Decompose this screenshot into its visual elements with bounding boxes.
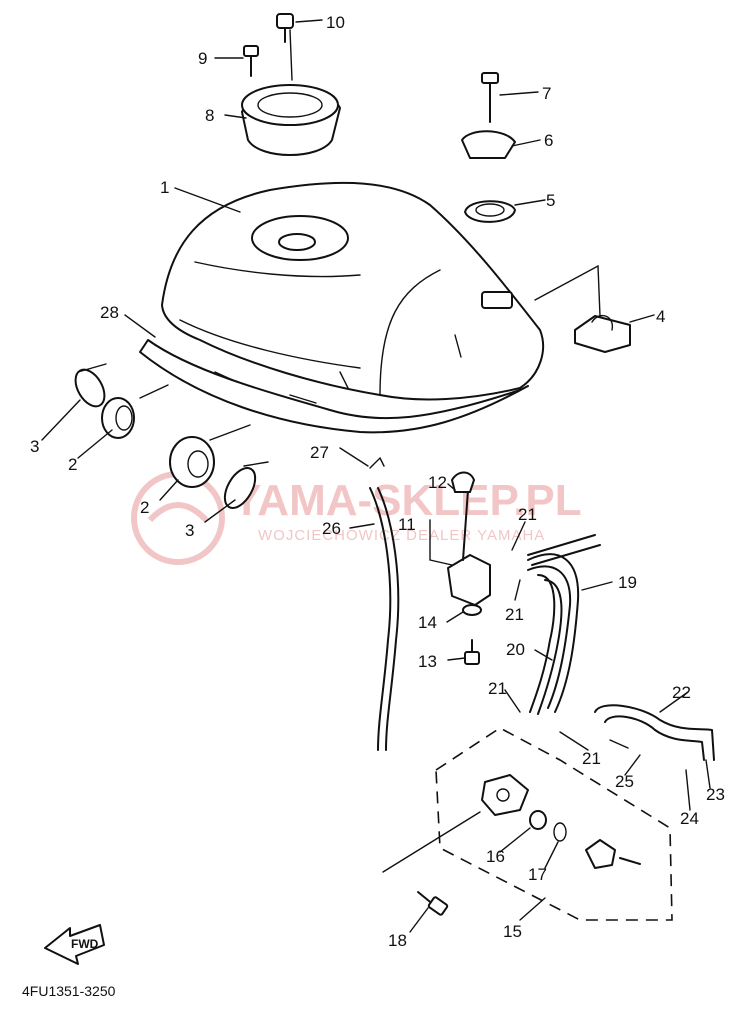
- callout-22: 22: [672, 683, 691, 702]
- callout-2-center: 2: [140, 498, 149, 517]
- tank-seal-gasket: [139, 339, 529, 434]
- watermark-logo-mark: [147, 502, 209, 523]
- tank-mount-parts: [461, 72, 631, 353]
- callout-24: 24: [680, 809, 699, 828]
- callout-8: 8: [205, 106, 214, 125]
- callout-26: 26: [322, 519, 341, 538]
- callout-21-upper: 21: [505, 605, 524, 624]
- forward-direction-arrow: FWD: [44, 924, 105, 965]
- callout-10: 10: [326, 13, 345, 32]
- callout-leaders: [41, 19, 711, 933]
- callout-11: 11: [398, 515, 416, 534]
- callout-27: 27: [310, 443, 329, 462]
- overflow-hose: [369, 487, 400, 751]
- callout-28: 28: [100, 303, 119, 322]
- watermark-brand: YAMA-SKLEP.PL: [232, 476, 582, 525]
- callout-21-lower: 21: [582, 749, 601, 768]
- callout-23: 23: [706, 785, 725, 804]
- callout-20: 20: [506, 640, 525, 659]
- fuel-tank: [161, 181, 545, 401]
- callout-12: 12: [428, 473, 447, 492]
- callout-21-top: 21: [518, 505, 537, 524]
- callout-16: 16: [486, 847, 505, 866]
- callout-19: 19: [618, 573, 637, 592]
- callout-18: 18: [388, 931, 407, 950]
- callout-13: 13: [418, 652, 437, 671]
- side-dampers: [74, 363, 269, 509]
- callout-25: 25: [615, 772, 634, 791]
- callout-3-left: 3: [30, 437, 39, 456]
- diagram-code: 4FU1351-3250: [22, 983, 116, 999]
- callout-17: 17: [528, 865, 547, 884]
- fuel-cock-assembly: [369, 456, 491, 665]
- watermark-subtitle: WOJCIECHOWICZ DEALER YAMAHA: [258, 527, 545, 544]
- vacuum-hose: [594, 704, 715, 761]
- callout-15: 15: [503, 922, 522, 941]
- fuel-hoses: [527, 534, 601, 715]
- fwd-label: FWD: [71, 937, 99, 951]
- callout-numbers: 1 8 9 10 7 6 5 4 28 3 2 2 3 27 26 12 11 …: [30, 13, 725, 950]
- callout-1: 1: [160, 178, 169, 197]
- watermark: YAMA-SKLEP.PL WOJCIECHOWICZ DEALER YAMAH…: [131, 471, 582, 565]
- callout-2-left: 2: [68, 455, 77, 474]
- callout-9: 9: [198, 49, 207, 68]
- fuel-pump-group: [382, 727, 673, 921]
- callout-7: 7: [542, 84, 551, 103]
- callout-3-center: 3: [185, 521, 194, 540]
- callout-21-middle: 21: [488, 679, 507, 698]
- callout-14: 14: [418, 613, 437, 632]
- watermark-logo-icon: [131, 471, 225, 565]
- fuel-cap-assembly: [241, 13, 341, 156]
- callout-5: 5: [546, 191, 555, 210]
- callout-6: 6: [544, 131, 553, 150]
- callout-4: 4: [656, 307, 665, 326]
